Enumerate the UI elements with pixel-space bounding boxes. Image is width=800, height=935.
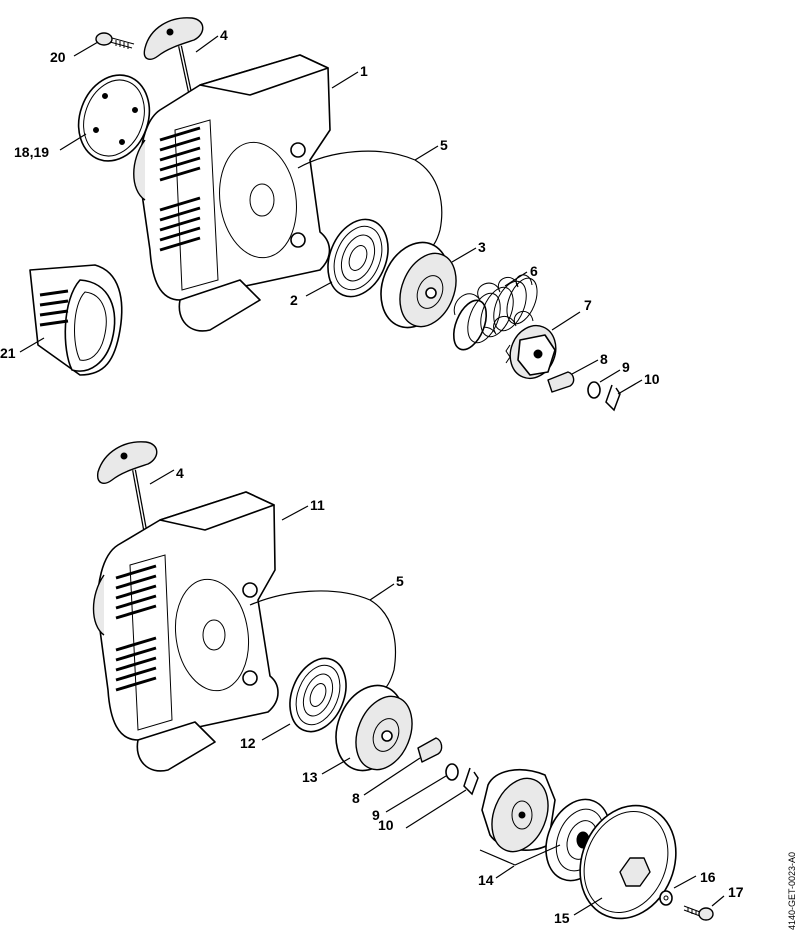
top-pawl-carrier [505,324,557,380]
callout-bottom-4: 4 [176,465,184,481]
top-screw-20 [95,32,135,49]
bottom-handle [97,441,158,536]
callout-bottom-8: 8 [352,790,360,806]
callout-bottom-14: 14 [478,872,494,888]
bottom-callouts: 4 11 5 12 13 8 9 10 14 15 16 17 [149,465,744,926]
drawing-reference: 4140-GET-0023-A0 [787,852,797,930]
bottom-washer [445,763,459,781]
callout-top-4: 4 [220,27,228,43]
bottom-pawl [417,737,443,763]
callout-top-7: 7 [584,297,592,313]
callout-bottom-13: 13 [302,769,318,785]
bottom-spring-clip [463,767,479,796]
callout-bottom-16: 16 [700,869,716,885]
bottom-rope-rotor [335,684,413,772]
top-pawl [547,371,575,393]
callout-top-21: 21 [0,345,16,361]
callout-bottom-12: 12 [240,735,256,751]
callout-top-3: 3 [478,239,486,255]
callout-top-18-19: 18,19 [14,144,49,160]
top-compression-spring [452,274,538,351]
top-rope [297,150,443,253]
bottom-rewind-spring [289,657,347,733]
top-housing-vents [159,126,201,252]
top-assembly: 4 1 20 18,19 5 3 2 6 7 8 9 10 21 [0,17,660,412]
top-cover-plate [77,74,151,162]
bottom-housing-vents [115,564,157,692]
callout-top-2: 2 [290,292,298,308]
top-spring-clip [605,384,621,412]
top-rewind-spring [327,218,389,298]
callout-bottom-11: 11 [310,497,325,513]
bottom-elastostart-assembly [479,769,611,882]
top-air-filter [29,264,123,376]
callout-top-5: 5 [440,137,448,153]
top-rope-rotor [380,241,457,329]
bottom-rope [249,590,397,693]
callout-bottom-9: 9 [372,807,380,823]
top-callouts: 4 1 20 18,19 5 3 2 6 7 8 9 10 21 [0,27,660,395]
callout-top-1: 1 [360,63,368,79]
callout-top-8: 8 [600,351,608,367]
callout-bottom-10: 10 [378,817,394,833]
bottom-driver-disc [579,804,677,920]
bottom-washer-small [659,890,673,906]
callout-bottom-15: 15 [554,910,570,926]
bottom-assembly: 4 11 5 12 13 8 9 10 14 15 16 17 [92,441,744,926]
top-fan-housing [133,54,331,332]
callout-top-20: 20 [50,49,66,65]
callout-bottom-17: 17 [728,884,744,900]
callout-top-10: 10 [644,371,660,387]
callout-bottom-5: 5 [396,573,404,589]
callout-top-9: 9 [622,359,630,375]
bottom-fan-housing [92,491,279,772]
bottom-screw-small [683,905,714,921]
top-washer [587,381,601,399]
callout-top-6: 6 [530,263,538,279]
